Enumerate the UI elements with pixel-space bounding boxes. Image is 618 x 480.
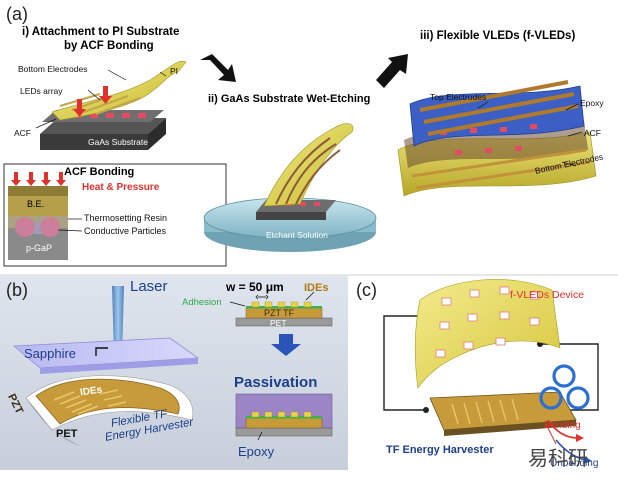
watermark-logo [539, 364, 590, 410]
top-electrodes-label: Top Electrodes [430, 92, 487, 102]
step1-title-line1: i) Attachment to PI Substrate [22, 26, 180, 38]
step2-title: ii) GaAs Substrate Wet-Etching [208, 93, 371, 105]
acf-inset [3, 163, 227, 267]
gaas-substrate-block [40, 110, 166, 150]
p-gap-label: p-GaP [26, 243, 53, 253]
unbending-label: Unbending [550, 458, 599, 469]
gaas-substrate-label: GaAs Substrate [88, 137, 149, 147]
panel-c-graphics [383, 279, 599, 464]
pi-label: PI [170, 66, 179, 76]
vled-devices [435, 286, 540, 358]
epoxy-label-b: Epoxy [238, 444, 275, 459]
bottom-electrodes-label: Bottom Electrodes [18, 64, 88, 74]
watermark-text: 易科研 [528, 446, 588, 470]
panel-b-label: (b) [6, 280, 28, 300]
leader-lines-a [35, 69, 167, 129]
epoxy-label-a: Epoxy [580, 98, 604, 108]
acf-label: ACF [14, 128, 31, 138]
step3-title: iii) Flexible VLEDs (f-VLEDs) [420, 30, 576, 42]
pzt-tf-label: PZT TF [264, 308, 295, 318]
conductive-particles-label: Conductive Particles [84, 226, 167, 236]
press-arrows [73, 86, 112, 117]
etchant-dish [203, 197, 377, 252]
pi-film-step2 [263, 123, 354, 207]
vled-stack [397, 80, 597, 197]
device-label: f-VLEDs Device [510, 289, 585, 301]
heat-pressure-label: Heat & Pressure [82, 182, 160, 193]
harvester-label: TF Energy Harvester [386, 444, 494, 456]
passivation-label: Passivation [234, 374, 318, 391]
sapphire-label: Sapphire [24, 346, 77, 361]
acf-label-right: ACF [584, 128, 601, 138]
width-label: w = 50 μm [226, 280, 284, 294]
leader-lines-iii [477, 101, 583, 167]
be-label: B.E. [27, 199, 45, 209]
inset-title: ACF Bonding [64, 166, 135, 178]
step-arrows [200, 54, 408, 88]
panel-b-graphics [0, 276, 348, 470]
thermosetting-resin-label: Thermosetting Resin [84, 213, 168, 223]
step1-title-line2: by ACF Bonding [64, 40, 154, 52]
panel-a-label: (a) [6, 4, 28, 24]
etchant-solution-label: Etchant Solution [266, 230, 328, 240]
pet-layer-label: PET [270, 318, 287, 328]
leds-array-label: LEDs array [20, 86, 63, 96]
ides-label: IDEs [304, 282, 329, 294]
adhesion-label: Adhesion [182, 297, 222, 308]
pet-label: PET [56, 428, 78, 440]
panel-c-label: (c) [356, 280, 377, 300]
bending-label: Bending [544, 420, 581, 431]
laser-label: Laser [130, 278, 168, 295]
